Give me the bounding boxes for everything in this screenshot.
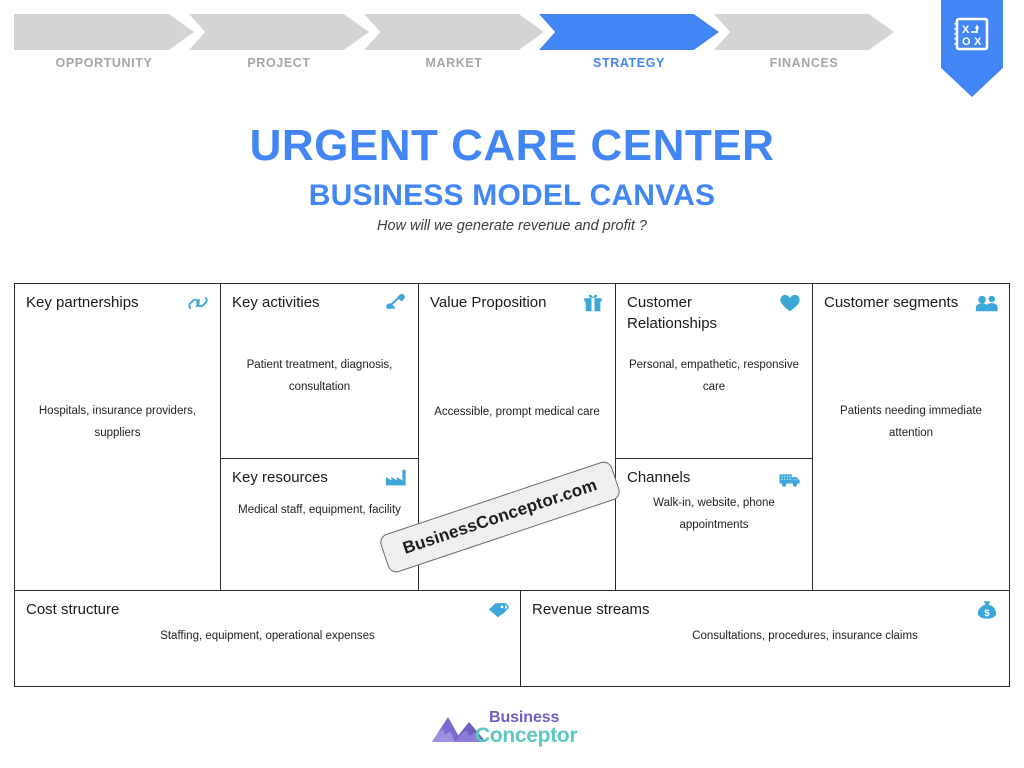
- block-key-partnerships[interactable]: Key partnerships Hospitals, insurance pr…: [14, 283, 221, 591]
- svg-text:$: $: [984, 608, 990, 619]
- block-title: Key partnerships: [26, 294, 139, 311]
- block-body: Consultations, procedures, insurance cla…: [692, 630, 918, 642]
- step-opportunity[interactable]: OPPORTUNITY: [14, 14, 194, 70]
- block-customer-segments[interactable]: Customer segments Patients needing immed…: [812, 283, 1010, 591]
- block-key-resources[interactable]: Key resources Medical staff, equipment, …: [220, 458, 419, 591]
- block-customer-relationships[interactable]: Customer Relationships Personal, empathe…: [615, 283, 813, 459]
- gift-icon: [581, 292, 605, 314]
- block-title: Revenue streams: [532, 601, 650, 618]
- logo-wordmark: Business Conceptor: [475, 708, 578, 745]
- block-cost-structure[interactable]: Cost structure Staffing, equipment, oper…: [14, 590, 521, 687]
- block-title: Cost structure: [26, 601, 120, 618]
- block-body: Personal, empathetic, responsive care: [628, 359, 800, 394]
- step-label: FINANCES: [769, 56, 839, 70]
- factory-icon: [384, 467, 408, 489]
- logo-word-business: Business: [489, 708, 560, 726]
- page-subtitle: BUSINESS MODEL CANVAS: [308, 178, 716, 212]
- step-shape: [189, 14, 369, 50]
- step-label: OPPORTUNITY: [55, 56, 153, 70]
- step-shape: [364, 14, 544, 50]
- delivery-truck-icon: [778, 467, 802, 489]
- block-body: Staffing, equipment, operational expense…: [160, 630, 375, 642]
- step-project[interactable]: PROJECT: [189, 14, 369, 70]
- step-shape: [714, 14, 894, 50]
- block-key-activities[interactable]: Key activities Patient treatment, diagno…: [220, 283, 419, 459]
- svg-text:X: X: [974, 36, 982, 48]
- price-tag-icon: [486, 599, 510, 621]
- canvas-grid: Key partnerships Hospitals, insurance pr…: [14, 283, 1010, 687]
- block-revenue-streams[interactable]: Revenue streams $ Consultations, procedu…: [520, 590, 1010, 687]
- step-shape: [14, 14, 194, 50]
- block-channels[interactable]: Channels Walk-in, website, phon: [615, 458, 813, 591]
- block-body: Walk-in, website, phone appointments: [653, 497, 775, 532]
- block-body: Medical staff, equipment, facility: [238, 504, 401, 516]
- strategy-playbook-icon: X O X: [952, 14, 992, 54]
- heart-icon: [778, 292, 802, 314]
- step-strategy[interactable]: STRATEGY: [539, 14, 719, 70]
- step-label: STRATEGY: [593, 56, 665, 70]
- step-market[interactable]: MARKET: [364, 14, 544, 70]
- shovel-icon: [384, 292, 408, 314]
- block-title: Key activities: [232, 294, 320, 311]
- block-title: Value Proposition: [430, 294, 547, 311]
- mountain-peaks-icon: [431, 711, 495, 745]
- page-tagline: How will we generate revenue and profit …: [376, 217, 647, 234]
- block-title: Channels: [627, 469, 691, 486]
- block-body: Hospitals, insurance providers, supplier…: [38, 405, 197, 440]
- step-finances[interactable]: FINANCES: [714, 14, 894, 70]
- step-label: PROJECT: [247, 56, 311, 70]
- block-body: Patient treatment, diagnosis, consultati…: [246, 359, 393, 394]
- step-navigation: OPPORTUNITY PROJECT MARKET STRATEGY FINA…: [0, 0, 1024, 100]
- block-body: Accessible, prompt medical care: [434, 406, 600, 418]
- title-block: URGENT CARE CENTER BUSINESS MODEL CANVAS…: [0, 122, 1024, 234]
- page-title: URGENT CARE CENTER: [249, 121, 775, 170]
- footer-logo: Business Conceptor: [431, 706, 601, 750]
- block-body: Patients needing immediate attention: [840, 405, 982, 440]
- money-bag-icon: $: [975, 599, 999, 621]
- step-label: MARKET: [425, 56, 483, 70]
- chain-link-icon: [186, 292, 210, 314]
- step-shape: [539, 14, 719, 50]
- strategy-badge: X O X: [941, 0, 1003, 100]
- svg-text:X: X: [962, 24, 970, 36]
- people-group-icon: [975, 292, 999, 314]
- block-title: Key resources: [232, 469, 328, 486]
- block-title: Customer segments: [824, 294, 959, 311]
- logo-word-conceptor: Conceptor: [475, 723, 578, 747]
- svg-text:O: O: [962, 36, 971, 48]
- block-title: Customer Relationships: [627, 294, 718, 333]
